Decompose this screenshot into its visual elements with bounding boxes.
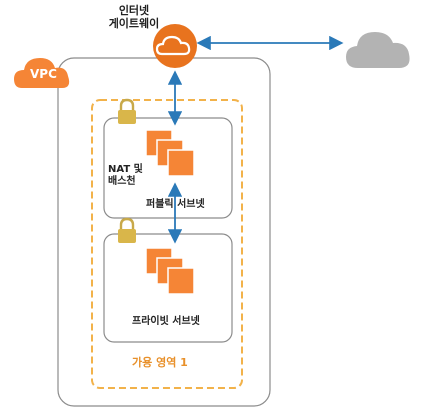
private-subnet-label: 프라이빗 서브넷 xyxy=(132,316,200,327)
internet-gateway-icon xyxy=(153,24,197,68)
vpc-boundary xyxy=(57,57,271,407)
availability-zone-boundary xyxy=(91,99,243,389)
nat-bastion-label: NAT 및 배스천 xyxy=(108,164,143,187)
ec2-instance-stack-icon xyxy=(145,247,195,295)
lock-icon xyxy=(118,98,136,124)
public-subnet-label: 퍼블릭 서브넷 xyxy=(146,199,205,210)
lock-icon xyxy=(118,217,136,243)
internet-cloud-icon xyxy=(346,32,410,68)
availability-zone-label: 가용 영역 1 xyxy=(132,356,188,369)
ec2-instance-stack-icon xyxy=(145,129,195,177)
vpc-label: VPC xyxy=(30,67,57,81)
vpc-cloud-icon xyxy=(14,58,70,88)
internet-gateway-label: 인터넷 게이트웨이 xyxy=(108,4,160,31)
